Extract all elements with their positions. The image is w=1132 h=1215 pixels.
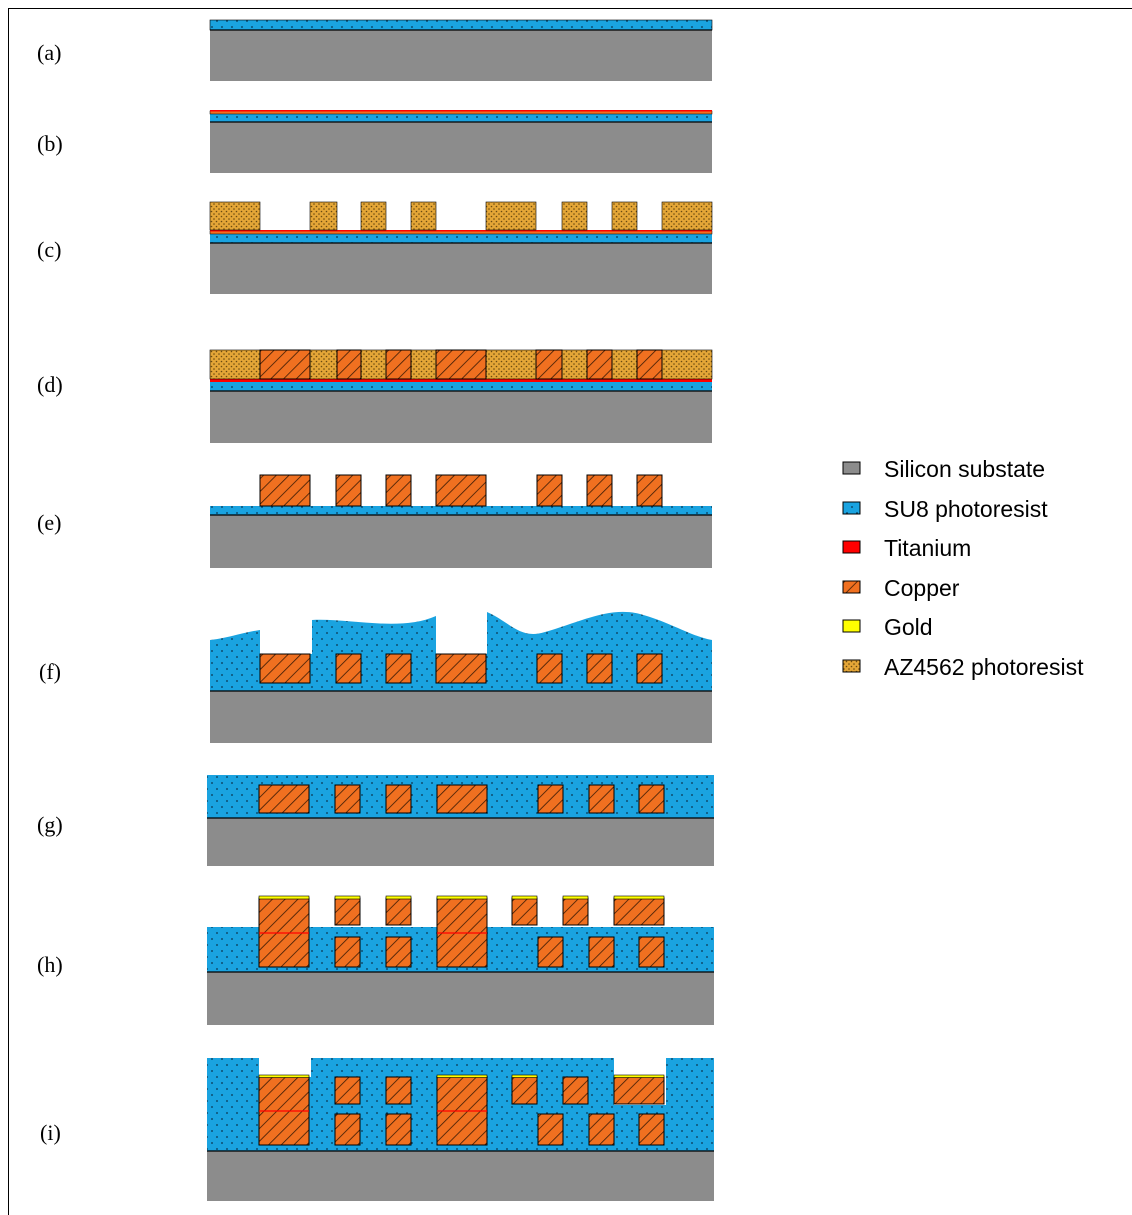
silicon-substrate [207, 972, 714, 1025]
legend-swatch-titanium [842, 540, 861, 554]
su8-layer [209, 19, 713, 31]
step-f-cross-section [210, 611, 712, 743]
legend-label-titanium: Titanium [884, 535, 971, 561]
su8-layer [210, 382, 712, 391]
copper-blocks-lower [334, 1113, 665, 1146]
step-e-cross-section [210, 474, 712, 568]
step-label-h: (h) [37, 952, 63, 977]
step-b-cross-section [209, 110, 713, 173]
legend-label-copper: Copper [884, 575, 960, 601]
silicon-substrate [210, 691, 712, 743]
az-photoresist-pattern [209, 349, 713, 380]
electroplated-copper [259, 349, 663, 380]
copper-blocks-upper [334, 897, 665, 926]
legend-swatch-gold [842, 619, 861, 633]
copper-pillars-tall [258, 1076, 488, 1146]
silicon-substrate [210, 515, 712, 568]
step-label-i: (i) [40, 1120, 61, 1145]
silicon-substrate [207, 818, 714, 866]
step-g-cross-section [207, 775, 714, 866]
legend-item-gold: Gold [842, 614, 933, 640]
su8-layer [210, 114, 712, 122]
gold-caps [258, 1074, 665, 1078]
step-label-f: (f) [39, 659, 61, 684]
legend-swatch-copper [842, 580, 861, 594]
copper-pillars-tall [258, 897, 488, 968]
silicon-substrate [210, 243, 712, 294]
copper-blocks [259, 474, 663, 507]
legend-swatch-az [842, 659, 861, 673]
legend-label-silicon: Silicon substate [884, 456, 1045, 482]
silicon-substrate [207, 1151, 714, 1201]
titanium-layer [210, 230, 712, 232]
legend-label-gold: Gold [884, 614, 933, 640]
legend-swatch-su8 [842, 501, 861, 515]
copper-blocks-upper [334, 1076, 665, 1105]
legend-item-copper: Copper [842, 575, 960, 601]
step-i-cross-section [207, 1058, 714, 1201]
silicon-substrate [210, 30, 712, 81]
silicon-substrate [210, 122, 712, 173]
legend: Silicon substate SU8 photoresist Titaniu… [842, 456, 1084, 680]
legend-swatch-silicon [842, 461, 861, 475]
step-a-cross-section [209, 19, 713, 81]
step-label-d: (d) [37, 372, 63, 397]
su8-layer [210, 506, 712, 515]
step-labels: (a) (b) (c) (d) (e) (f) (g) (h) (i) [37, 40, 63, 1145]
copper-blocks [258, 784, 665, 814]
gold-caps [258, 895, 665, 900]
titanium-layer [210, 379, 712, 382]
step-label-e: (e) [37, 510, 61, 535]
legend-item-silicon: Silicon substate [842, 456, 1045, 482]
step-label-g: (g) [37, 812, 63, 837]
legend-item-az: AZ4562 photoresist [842, 654, 1084, 680]
silicon-substrate [210, 391, 712, 443]
step-d-cross-section [209, 349, 713, 443]
copper-blocks-lower [334, 936, 665, 968]
legend-label-az: AZ4562 photoresist [884, 654, 1084, 680]
step-c-cross-section [209, 201, 713, 294]
step-h-cross-section [207, 895, 714, 1025]
step-label-c: (c) [37, 237, 61, 262]
step-label-a: (a) [37, 40, 61, 65]
titanium-layer [210, 110, 712, 112]
legend-label-su8: SU8 photoresist [884, 496, 1048, 522]
legend-item-su8: SU8 photoresist [842, 496, 1048, 522]
figure-frame [8, 8, 1132, 1215]
copper-blocks [259, 653, 663, 684]
legend-item-titanium: Titanium [842, 535, 971, 561]
az-photoresist-pattern [209, 201, 713, 231]
step-label-b: (b) [37, 131, 63, 156]
su8-layer [210, 234, 712, 243]
